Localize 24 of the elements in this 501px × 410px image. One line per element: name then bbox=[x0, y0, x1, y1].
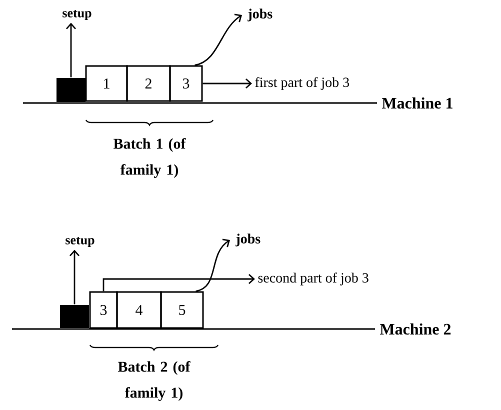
arrow bbox=[202, 78, 252, 89]
batch-label: Batch 1 (of family 1) bbox=[114, 138, 186, 178]
arrow bbox=[102, 274, 255, 292]
job-box: 3 bbox=[169, 65, 203, 102]
annotation-text: second part of job 3 bbox=[258, 272, 368, 286]
job-box: 4 bbox=[116, 291, 162, 329]
jobs-label: jobs bbox=[236, 234, 260, 246]
annotation-text: first part of job 3 bbox=[255, 77, 350, 90]
arrow bbox=[69, 250, 80, 304]
arrow bbox=[194, 14, 242, 66]
job-box: 5 bbox=[160, 291, 204, 329]
job-box: 3 bbox=[89, 291, 118, 329]
setup-block bbox=[56, 78, 86, 102]
arrow bbox=[196, 238, 230, 292]
machine-label: Machine 1 bbox=[382, 97, 452, 109]
machine-label: Machine 2 bbox=[380, 323, 451, 335]
setup-label: setup bbox=[66, 236, 94, 248]
arrow bbox=[66, 22, 76, 78]
batch-label: Batch 2 (of family 1) bbox=[118, 361, 190, 401]
job-box: 1 bbox=[85, 65, 128, 102]
setup-block bbox=[60, 305, 89, 328]
setup-label: setup bbox=[62, 10, 92, 20]
job-box: 2 bbox=[126, 65, 171, 102]
jobs-label: jobs bbox=[248, 8, 272, 22]
